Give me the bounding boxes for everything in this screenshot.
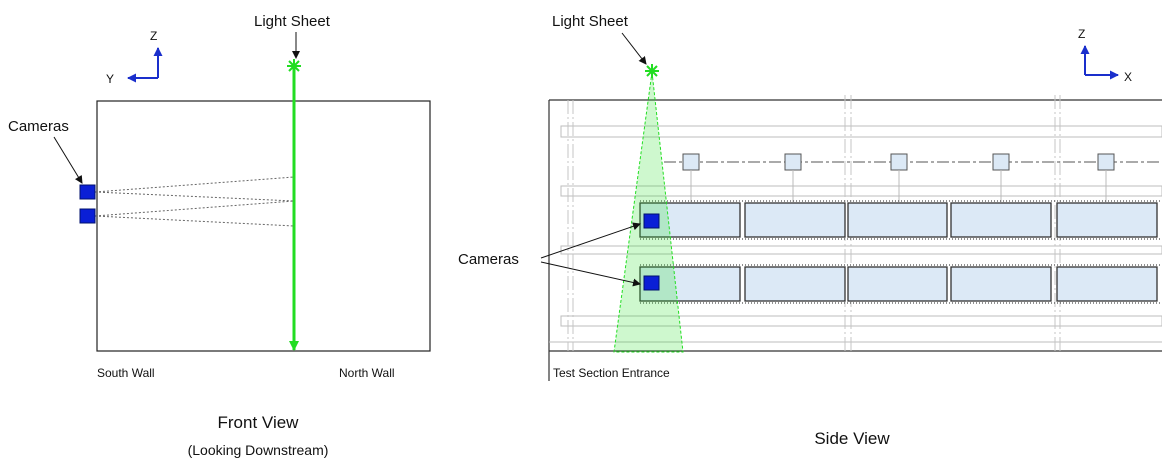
test-section-entrance-label: Test Section Entrance [553,366,670,380]
front-camera-1 [79,184,96,200]
front-axis-y-label: Y [106,72,114,86]
side-rails [549,125,1162,343]
front-section-outline [96,100,431,352]
front-light-sheet-label: Light Sheet [254,13,331,30]
front-view-subtitle: (Looking Downstream) [188,442,329,458]
front-camera-fov [94,176,295,227]
side-view: Light Sheet Cameras Z X Test Section Ent… [458,13,1162,448]
south-wall-label: South Wall [97,366,155,380]
north-wall-label: North Wall [339,366,395,380]
front-axis-z-label: Z [150,29,157,43]
front-axis-indicator: Z Y [106,29,163,86]
front-camera-2 [79,208,96,224]
front-view-title: Front View [218,413,300,432]
front-light-sheet: Light Sheet [254,13,331,351]
front-light-source-icon [287,59,301,73]
front-view: Z Y Light Sheet Cameras [8,13,431,458]
side-panel-bolt-edges [640,200,1162,304]
side-axis-indicator: Z X [1078,27,1132,84]
side-marker-stems [690,170,1107,202]
side-cameras-label: Cameras [458,251,519,268]
side-view-title: Side View [814,429,890,448]
side-axis-z-label: Z [1078,27,1085,41]
side-camera-1 [643,213,660,229]
side-window-row-upper [639,202,1158,238]
side-window-row-lower [639,266,1158,302]
side-light-sheet-label: Light Sheet [552,13,629,30]
front-cameras-label: Cameras [8,118,69,135]
side-light-source-icon [645,64,659,78]
side-camera-2 [643,275,660,291]
side-axis-x-label: X [1124,70,1132,84]
